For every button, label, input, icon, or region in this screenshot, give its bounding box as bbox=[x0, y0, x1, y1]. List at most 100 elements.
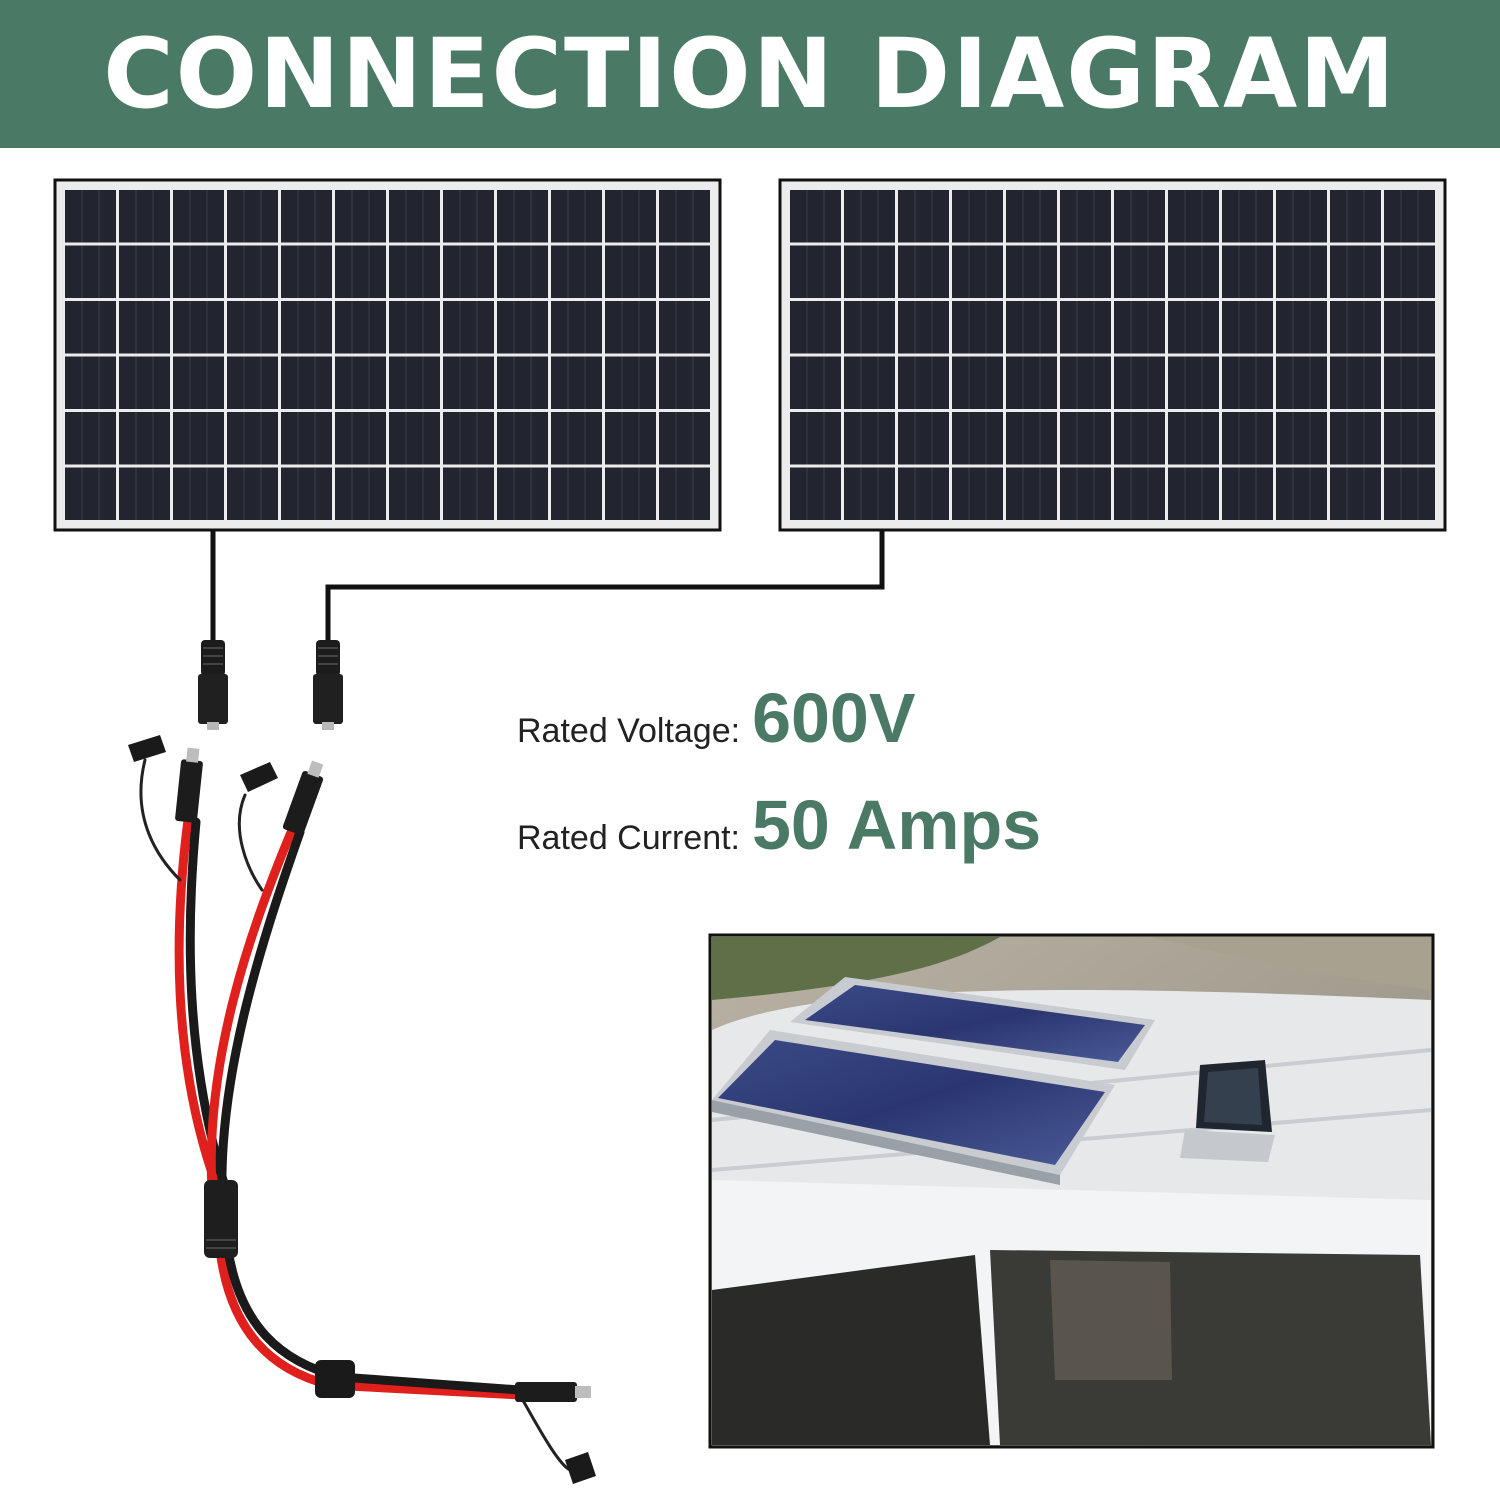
rated-voltage-label: Rated Voltage: bbox=[517, 712, 741, 750]
roof-vent bbox=[1180, 1060, 1275, 1162]
solar-panel bbox=[712, 1030, 1115, 1185]
solar-cell bbox=[281, 412, 332, 465]
solar-cell bbox=[1384, 412, 1435, 465]
solar-cell bbox=[1114, 245, 1165, 298]
solar-cell bbox=[1114, 301, 1165, 354]
solar-cell bbox=[844, 467, 895, 520]
solar-cell bbox=[119, 356, 170, 409]
solar-cell bbox=[551, 245, 602, 298]
solar-cell bbox=[119, 301, 170, 354]
solar-cell bbox=[65, 467, 116, 520]
solar-cell bbox=[1276, 467, 1327, 520]
solar-cell bbox=[1276, 412, 1327, 465]
dust-cap-icon bbox=[565, 1452, 596, 1484]
solar-cell bbox=[659, 412, 710, 465]
solar-cell bbox=[335, 467, 386, 520]
panel-right-wire bbox=[325, 530, 885, 650]
solar-cell bbox=[1222, 412, 1273, 465]
solar-cell bbox=[1222, 467, 1273, 520]
solar-cell bbox=[898, 245, 949, 298]
solar-cell bbox=[1384, 467, 1435, 520]
solar-cell bbox=[605, 245, 656, 298]
panel-cell-grid-right bbox=[790, 190, 1435, 520]
solar-cell bbox=[605, 190, 656, 243]
solar-cell bbox=[1060, 190, 1111, 243]
solar-cell bbox=[1330, 356, 1381, 409]
solar-cell bbox=[1006, 245, 1057, 298]
solar-cell bbox=[173, 356, 224, 409]
solar-cell bbox=[844, 412, 895, 465]
solar-cell bbox=[1330, 245, 1381, 298]
solar-cell bbox=[605, 412, 656, 465]
solar-cell bbox=[898, 301, 949, 354]
solar-cell bbox=[173, 190, 224, 243]
solar-cell bbox=[227, 356, 278, 409]
solar-cell bbox=[1384, 356, 1435, 409]
solar-cell bbox=[551, 190, 602, 243]
solar-cell bbox=[1330, 190, 1381, 243]
solar-cell bbox=[659, 245, 710, 298]
solar-cell bbox=[1060, 301, 1111, 354]
solar-cell bbox=[119, 467, 170, 520]
rated-current-value: 50 Amps bbox=[752, 786, 1042, 864]
solar-cell bbox=[898, 412, 949, 465]
solar-cell bbox=[119, 190, 170, 243]
solar-cell bbox=[443, 467, 494, 520]
solar-cell bbox=[335, 412, 386, 465]
solar-cell bbox=[952, 412, 1003, 465]
solar-cell bbox=[497, 412, 548, 465]
solar-cell bbox=[443, 190, 494, 243]
solar-cell bbox=[551, 356, 602, 409]
solar-cell bbox=[497, 467, 548, 520]
rated-voltage-value: 600V bbox=[752, 679, 916, 757]
solar-cell bbox=[281, 245, 332, 298]
solar-cell bbox=[65, 412, 116, 465]
solar-cell bbox=[659, 190, 710, 243]
solar-cell bbox=[790, 356, 841, 409]
solar-cell bbox=[497, 245, 548, 298]
solar-cell bbox=[389, 190, 440, 243]
solar-cell bbox=[1330, 412, 1381, 465]
sae-connector-icon bbox=[175, 747, 203, 823]
solar-cell bbox=[1222, 301, 1273, 354]
solar-cell bbox=[1276, 356, 1327, 409]
solar-cell bbox=[952, 245, 1003, 298]
panel-output-wires bbox=[210, 530, 885, 650]
solar-cell bbox=[1060, 356, 1111, 409]
solar-cell bbox=[65, 356, 116, 409]
solar-cell bbox=[1114, 467, 1165, 520]
solar-cell bbox=[65, 301, 116, 354]
solar-cell bbox=[335, 190, 386, 243]
solar-cell bbox=[844, 356, 895, 409]
solar-cell bbox=[119, 412, 170, 465]
solar-cell bbox=[173, 301, 224, 354]
solar-cell bbox=[1276, 190, 1327, 243]
solar-cell bbox=[1114, 356, 1165, 409]
solar-cell bbox=[605, 301, 656, 354]
solar-cell bbox=[281, 356, 332, 409]
solar-cell bbox=[227, 301, 278, 354]
solar-cell bbox=[1168, 467, 1219, 520]
solar-cell bbox=[1168, 301, 1219, 354]
solar-cell bbox=[659, 301, 710, 354]
diagram-title: CONNECTION DIAGRAM bbox=[103, 18, 1397, 130]
solar-cell bbox=[790, 245, 841, 298]
solar-cell bbox=[227, 412, 278, 465]
solar-cell bbox=[1168, 245, 1219, 298]
solar-cell bbox=[952, 301, 1003, 354]
solar-cell bbox=[389, 245, 440, 298]
solar-cell bbox=[335, 301, 386, 354]
solar-cell bbox=[443, 356, 494, 409]
solar-cell bbox=[497, 301, 548, 354]
rated-voltage-row: Rated Voltage: 600V bbox=[517, 678, 916, 758]
solar-cell bbox=[389, 356, 440, 409]
solar-cell bbox=[1222, 190, 1273, 243]
solar-cell bbox=[497, 356, 548, 409]
solar-cell bbox=[1060, 412, 1111, 465]
rated-current-label: Rated Current: bbox=[517, 819, 740, 857]
solar-cell bbox=[844, 245, 895, 298]
solar-cell bbox=[173, 412, 224, 465]
solar-cell bbox=[898, 356, 949, 409]
solar-cell bbox=[443, 301, 494, 354]
